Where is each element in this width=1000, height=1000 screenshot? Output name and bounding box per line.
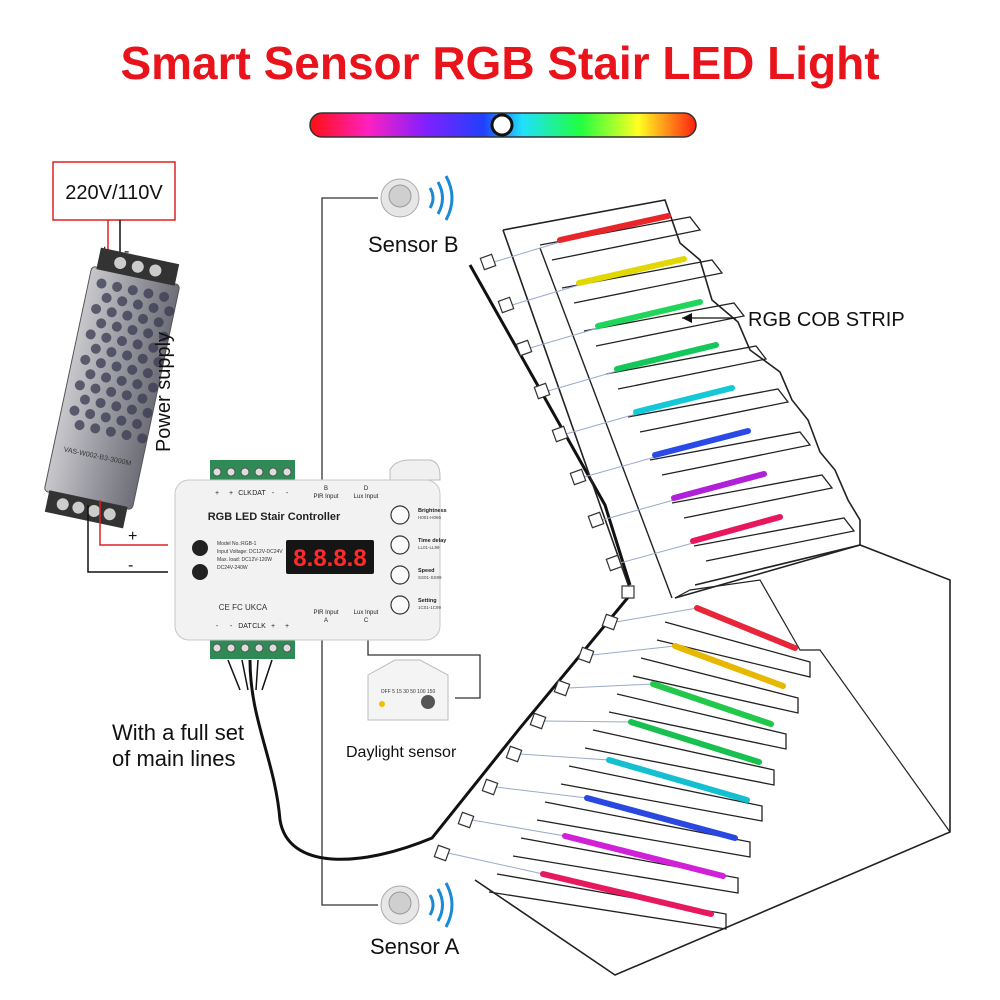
top-terminal-label-2: CLK <box>238 490 252 497</box>
strip-connector <box>497 296 515 314</box>
strip-connector <box>479 253 497 271</box>
daylight-sensor <box>367 659 449 721</box>
bottom-terminal-label-1: - <box>230 623 233 630</box>
pir-a-label: PIR Input <box>313 610 338 616</box>
bottom-terminal-label-0: - <box>216 623 219 630</box>
color-slider-knob <box>490 113 514 137</box>
controller-button-label: Setting <box>418 598 437 604</box>
controller-title: RGB LED Stair Controller <box>208 511 341 523</box>
controller-button-range: LL01-LL99 <box>418 545 440 550</box>
lux-d-label: Lux Input <box>354 494 379 500</box>
model-line: Input Voltage: DC12V-DC24V <box>217 549 283 555</box>
strip-connector <box>433 844 451 862</box>
main-lines-label-line1: With a full set <box>112 720 245 745</box>
top-terminal-label-5: - <box>286 490 289 497</box>
controller-button-label: Brightness <box>418 508 447 514</box>
controller-button-label: Speed <box>418 568 435 574</box>
upper-led-strip <box>671 471 767 501</box>
page-title: Smart Sensor RGB Stair LED Light <box>120 37 880 89</box>
voltage-box <box>52 161 176 221</box>
bottom-terminal-label-5: + <box>285 623 289 630</box>
upper-led-strip <box>614 342 719 372</box>
sensor-b-device <box>380 175 454 221</box>
strip-connector <box>553 679 571 697</box>
upper-cable <box>468 264 632 586</box>
daylight-sensor-label: Daylight sensor <box>346 744 457 761</box>
controller-button-0[interactable] <box>390 505 410 525</box>
controller-button-2[interactable] <box>390 565 410 585</box>
lower-led-strip <box>540 871 714 917</box>
model-line: DC24V-240W <box>217 565 248 571</box>
strip-connector <box>577 646 595 664</box>
psu-input-minus: - <box>124 243 129 260</box>
staircase <box>474 199 951 976</box>
top-terminal-label-1: + <box>229 490 233 497</box>
upper-led-strip <box>557 213 671 243</box>
strip-connector <box>605 554 623 572</box>
pir-b-label: PIR Input <box>313 494 338 500</box>
sensor-a-device <box>380 882 454 928</box>
pir-b-letter: B <box>324 486 328 492</box>
strip-connector <box>587 511 605 529</box>
main-lines-label-line2: of main lines <box>112 746 236 771</box>
lux-c-letter: C <box>364 618 369 624</box>
model-line: Model No.:RGB-1 <box>217 541 257 547</box>
corner-connector <box>621 585 635 599</box>
strip-connector <box>529 712 547 730</box>
cob-strip-label: RGB COB STRIP <box>748 309 905 331</box>
lower-led-strip <box>650 681 774 727</box>
upper-led-strip <box>576 256 687 286</box>
output-minus-label: - <box>128 557 133 574</box>
top-terminal-label-3: DAT <box>252 490 266 497</box>
lux-d-letter: D <box>364 486 369 492</box>
led-strips <box>540 213 798 917</box>
sensor-a-label: Sensor A <box>370 934 460 959</box>
controller-display: 8.8.8.8 <box>293 545 366 572</box>
lower-led-strip <box>628 719 762 765</box>
lower-led-strip <box>606 757 750 803</box>
bottom-terminal-label-3: CLK <box>252 623 266 630</box>
stair-connectors <box>433 241 698 875</box>
bottom-terminal-label-4: + <box>271 623 275 630</box>
main-cable <box>248 594 632 861</box>
lower-led-strip <box>584 795 738 841</box>
bottom-terminal-label-2: DAT <box>238 623 252 630</box>
sensor-b-label: Sensor B <box>368 232 459 257</box>
upper-led-strip <box>595 299 703 329</box>
upper-led-strip <box>690 514 783 544</box>
controller-button-3[interactable] <box>390 595 410 615</box>
strip-connector <box>515 339 533 357</box>
lower-led-strip <box>694 605 798 651</box>
top-terminal-label-0: + <box>215 490 219 497</box>
strip-connector <box>505 745 523 763</box>
controller-button-range: 1C01-1C99 <box>418 605 442 610</box>
strip-connector <box>481 778 499 796</box>
lux-c-label: Lux Input <box>354 610 379 616</box>
strip-connector <box>601 613 619 631</box>
controller-button-1[interactable] <box>390 535 410 555</box>
upper-led-strip <box>633 385 735 415</box>
strip-connector <box>457 811 475 829</box>
lower-led-strip <box>562 833 726 879</box>
strip-connector <box>533 382 551 400</box>
cert-marks: CE FC UKCA <box>219 603 268 612</box>
psu-label: Power supply <box>153 332 175 452</box>
strip-connector <box>569 468 587 486</box>
voltage-label: 220V/110V <box>65 182 163 204</box>
model-line: Max. load: DC12V-120W <box>217 557 272 563</box>
output-plus-label: + <box>128 528 137 545</box>
controller-button-label: Time delay <box>418 538 447 544</box>
pir-a-letter: A <box>324 618 328 624</box>
controller-button-range: H001-H066 <box>418 515 442 520</box>
daylight-scale: OFF 5 15 30 50 100 150 <box>381 689 436 695</box>
strip-connector <box>551 425 569 443</box>
top-terminal-label-4: - <box>272 490 275 497</box>
stair-controller <box>174 459 441 659</box>
controller-button-range: SS01-SS99 <box>418 575 442 580</box>
lower-led-strip <box>672 643 786 689</box>
upper-led-strip <box>652 428 751 458</box>
power-supply: VAS-W002-B3-3000M <box>44 247 180 529</box>
